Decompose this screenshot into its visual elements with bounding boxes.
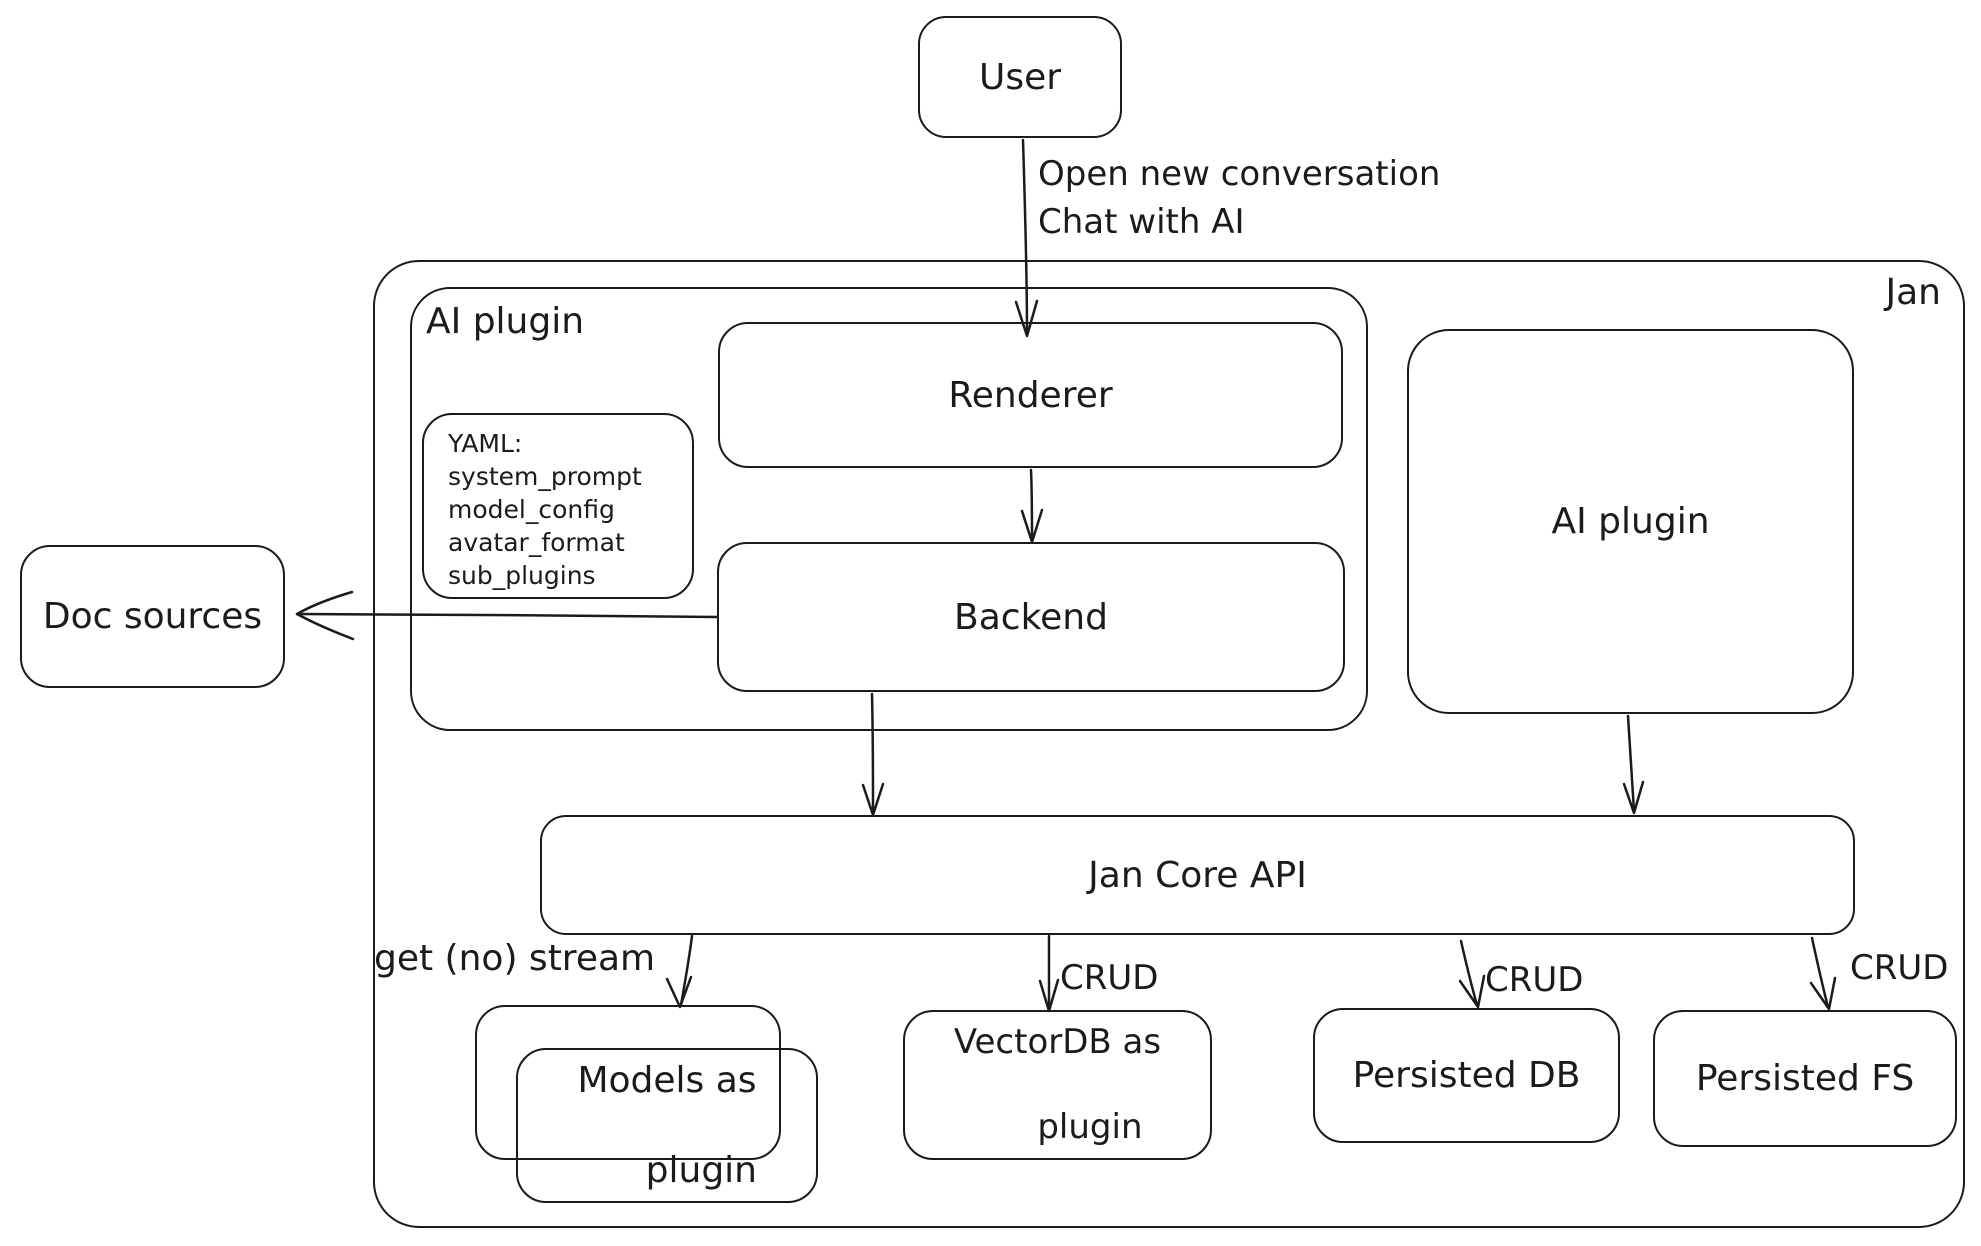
crud-label-vectordb: CRUD bbox=[1060, 958, 1159, 998]
persisted-fs-node-label: Persisted FS bbox=[1695, 1058, 1915, 1099]
yaml-line: system_prompt bbox=[448, 462, 642, 491]
jan-container-label: Jan bbox=[1885, 272, 1942, 313]
crud-label-persisted-fs: CRUD bbox=[1850, 948, 1949, 988]
models-plugin-node: Models as plugin bbox=[516, 1048, 818, 1203]
ai-plugin-container: AI plugin bbox=[410, 287, 1368, 731]
doc-sources-node: Doc sources bbox=[20, 545, 285, 688]
yaml-line: sub_plugins bbox=[448, 561, 596, 590]
jan-core-api-node: Jan Core API bbox=[540, 815, 1855, 935]
yaml-line: model_config bbox=[448, 495, 615, 524]
vectordb-plugin-node: VectorDB as plugin bbox=[903, 1010, 1212, 1160]
persisted-fs-node: Persisted FS bbox=[1653, 1010, 1957, 1147]
models-plugin-node-back bbox=[475, 1005, 781, 1160]
jan-core-api-node-label: Jan Core API bbox=[1088, 854, 1307, 896]
crud-label-persisted-db: CRUD bbox=[1485, 960, 1584, 1000]
backend-node: Backend bbox=[717, 542, 1345, 692]
backend-node-label: Backend bbox=[954, 596, 1108, 638]
jan-container: Jan bbox=[373, 260, 1965, 1228]
yaml-note-text: YAML: system_prompt model_config avatar_… bbox=[448, 427, 642, 592]
yaml-note: YAML: system_prompt model_config avatar_… bbox=[422, 413, 694, 599]
user-node-label: User bbox=[978, 56, 1062, 98]
renderer-node: Renderer bbox=[718, 322, 1343, 468]
persisted-db-node-label: Persisted DB bbox=[1352, 1055, 1581, 1096]
ai-plugin-node-label: AI plugin bbox=[1551, 501, 1710, 542]
persisted-db-node: Persisted DB bbox=[1313, 1008, 1620, 1143]
user-action-label: Open new conversation Chat with AI bbox=[1038, 154, 1441, 242]
vectordb-plugin-node-label: VectorDB as plugin bbox=[953, 1022, 1162, 1148]
doc-sources-node-label: Doc sources bbox=[42, 596, 263, 637]
ai-plugin-container-label: AI plugin bbox=[426, 301, 585, 342]
get-no-stream-label: get (no) stream bbox=[374, 938, 656, 979]
models-plugin-node-label: Models as plugin bbox=[577, 1060, 757, 1191]
yaml-line: YAML: bbox=[448, 429, 523, 458]
renderer-node-label: Renderer bbox=[948, 374, 1113, 416]
ai-plugin-node: AI plugin bbox=[1407, 329, 1854, 714]
yaml-line: avatar_format bbox=[448, 528, 625, 557]
user-node: User bbox=[918, 16, 1122, 138]
